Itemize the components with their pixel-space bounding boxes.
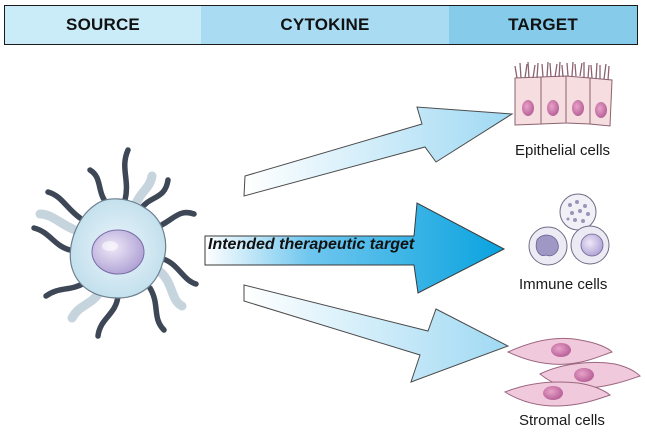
epithelial-cells-label: Epithelial cells: [515, 142, 611, 159]
intended-target-label: Intended therapeutic target: [208, 236, 415, 253]
arrow-to-stromal: [243, 284, 510, 383]
stromal-cells-icon: [503, 337, 641, 407]
header-bar: SOURCE CYTOKINE TARGET: [4, 5, 638, 45]
stromal-cells-label: Stromal cells: [519, 412, 605, 429]
header-cytokine: CYTOKINE: [201, 6, 449, 44]
dendritic-cell-icon: [31, 147, 199, 339]
header-source: SOURCE: [5, 6, 201, 44]
arrow-to-epithelial: [243, 106, 514, 197]
arrow-intended-target: [204, 202, 506, 294]
immune-cells-label: Immune cells: [519, 276, 608, 293]
immune-cells-icon: [528, 193, 610, 266]
header-target: TARGET: [449, 6, 637, 44]
epithelial-cells-icon: [514, 61, 613, 127]
